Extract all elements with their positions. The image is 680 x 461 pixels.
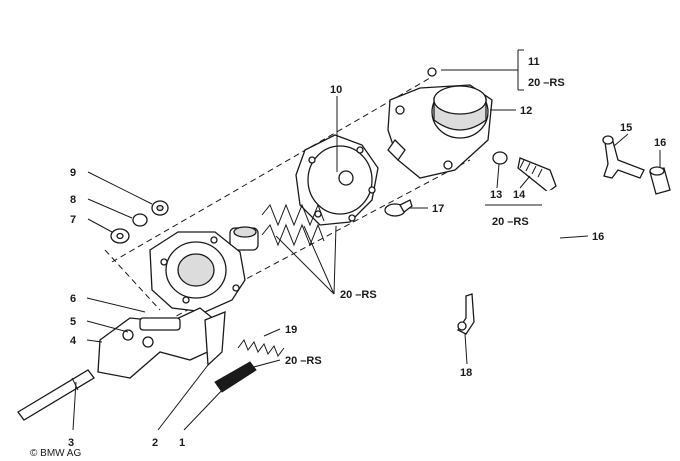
callout-14: 14 xyxy=(513,189,526,201)
callout-8: 8 xyxy=(70,194,76,206)
callout-13: 13 xyxy=(490,189,502,201)
t-connector xyxy=(602,135,645,179)
clip-bracket xyxy=(457,293,475,335)
callout-7: 7 xyxy=(70,214,76,226)
callout-6: 6 xyxy=(70,293,76,305)
pushrod xyxy=(17,369,95,421)
callout-16-hose: 16 xyxy=(592,231,604,243)
callout-1: 1 xyxy=(179,437,185,449)
callout-20-rs-low: 20 –RS xyxy=(285,355,322,367)
callout-20-rs-top: 20 –RS xyxy=(528,77,565,89)
valve-insert xyxy=(229,226,259,251)
callout-12: 12 xyxy=(520,105,532,117)
callout-5: 5 xyxy=(70,316,76,328)
pump-lever-assembly xyxy=(97,307,226,379)
callout-20-rs-center: 20 –RS xyxy=(340,289,377,301)
hose-end-connector xyxy=(649,166,671,195)
callout-19: 19 xyxy=(285,324,297,336)
pump-cover xyxy=(387,67,493,179)
callout-16-connector: 16 xyxy=(654,137,666,149)
pump-housing xyxy=(149,231,246,313)
callout-15: 15 xyxy=(620,122,632,134)
leader-lines xyxy=(72,49,661,431)
callout-3: 3 xyxy=(68,437,74,449)
hose-clamp xyxy=(384,199,413,217)
fuel-hose xyxy=(395,176,611,289)
diaphragm-spring xyxy=(261,203,325,247)
banjo-bolt xyxy=(492,151,557,193)
callout-20-rs-mid: 20 –RS xyxy=(492,216,529,228)
callout-2: 2 xyxy=(152,437,158,449)
callout-11: 11 xyxy=(528,56,540,68)
washers-and-nut xyxy=(110,200,169,244)
copyright-notice: © BMW AG xyxy=(30,448,81,459)
callout-9: 9 xyxy=(70,167,76,179)
diaphragm xyxy=(295,134,379,226)
callout-18: 18 xyxy=(460,367,472,379)
gasket xyxy=(214,361,257,393)
callout-17: 17 xyxy=(432,203,444,215)
callout-10: 10 xyxy=(330,84,342,96)
lever-spring xyxy=(237,338,285,358)
callout-4: 4 xyxy=(70,335,77,347)
callout-labels: 9 8 7 6 5 4 3 2 1 19 20 –RS 10 20 –RS 11… xyxy=(68,56,666,449)
